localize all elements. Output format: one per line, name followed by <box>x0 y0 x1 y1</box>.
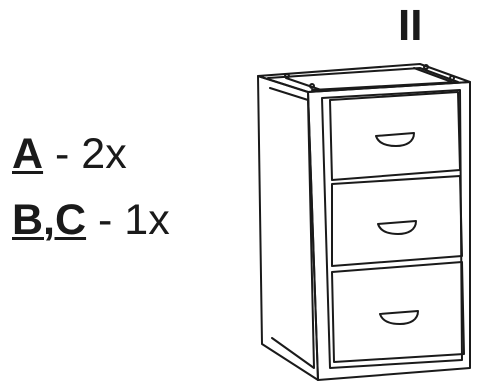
dowel-hole <box>309 83 315 89</box>
top-rail-left <box>285 77 325 92</box>
cabinet-front-inner <box>321 89 463 369</box>
part-separator-a: - <box>55 130 70 178</box>
part-line-bc: B,C - 1x <box>12 196 170 244</box>
part-quantity-bc: 1x <box>124 196 170 244</box>
dowel-hole <box>423 64 429 70</box>
drawer-middle <box>331 175 463 267</box>
top-rail-right <box>413 67 453 83</box>
dowel-hole <box>449 75 455 81</box>
drawer-bottom <box>331 261 465 363</box>
part-label-a: A <box>12 130 44 178</box>
drawer-handle-top <box>375 132 415 147</box>
drawer-top <box>329 91 461 181</box>
cabinet-front-frame <box>307 81 471 381</box>
step-number: II <box>398 1 423 50</box>
part-line-a: A - 2x <box>12 130 127 178</box>
dowel-hole <box>284 73 290 79</box>
drawer-handle-bottom <box>379 310 419 325</box>
part-separator-bc: - <box>98 196 113 244</box>
part-quantity-a: 2x <box>81 130 127 178</box>
cabinet-top-edge <box>267 67 459 91</box>
cabinet-side-inner <box>269 87 315 369</box>
drawer-handle-middle <box>377 220 417 235</box>
part-label-bc: B,C <box>12 196 87 244</box>
